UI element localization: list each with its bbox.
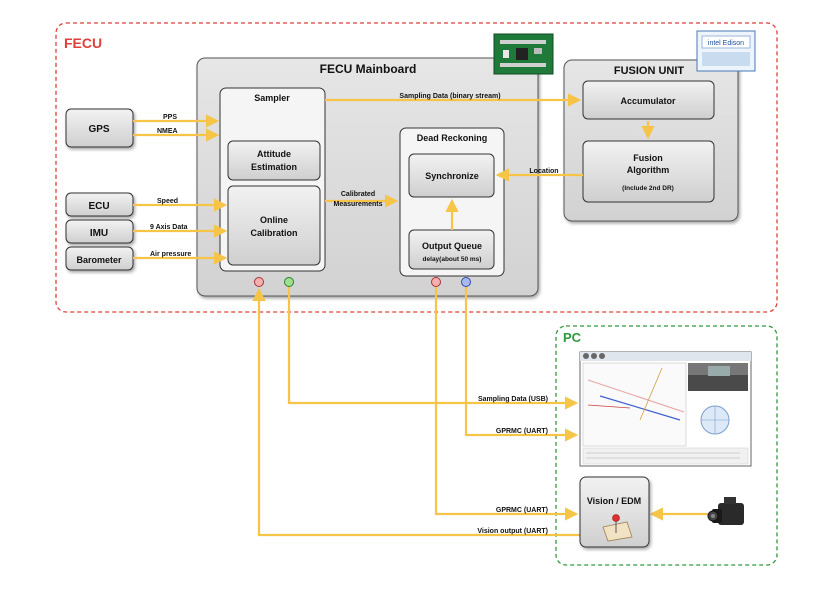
pc-region-label: PC [563,330,582,345]
arrow-vision-output [252,287,580,537]
imu-label: IMU [90,228,108,239]
synchronize-label: Synchronize [425,171,479,181]
label-9axis: 9 Axis Data [150,224,188,231]
online-line1: Online [260,215,288,225]
camera-icon [707,497,744,525]
fusion-title: FUSION UNIT [614,65,685,77]
arrow-gprmc1 [464,285,579,442]
vision-edm-label: Vision / EDM [587,496,641,506]
port-red-2 [431,277,441,287]
accumulator-label: Accumulator [620,96,676,106]
synchronize-box [408,153,495,198]
port-blue [461,277,471,287]
ecu-label: ECU [88,201,109,212]
attitude-line2: Estimation [251,162,297,172]
label-gprmc2: GPRMC (UART) [496,507,548,514]
output-queue-sub: delay(about 50 ms) [423,256,482,263]
mainboard-pcb-icon [493,33,554,75]
arrow-sampling-usb [287,285,579,410]
pc-software-screenshot [579,351,752,467]
sampler-title: Sampler [254,93,290,103]
label-air: Air pressure [150,251,191,258]
label-calibrated-1: Calibrated [341,191,375,198]
mainboard-title: FECU Mainboard [320,62,417,76]
algo-line2: Algorithm [627,165,670,175]
map-pin-icon [602,514,633,542]
label-sampling-usb: Sampling Data (USB) [478,396,548,403]
algo-line1: Fusion [633,153,663,163]
algo-sub: (Include 2nd DR) [622,185,674,192]
pc-region [555,325,778,566]
online-calibration-box [227,185,321,266]
label-speed: Speed [157,198,178,205]
accumulator-box [582,80,715,120]
label-sampling-binary: Sampling Data (binary stream) [399,93,500,100]
label-gprmc1: GPRMC (UART) [496,428,548,435]
intel-edison-logo: intel Edison [696,30,756,72]
fusion-algorithm-box [582,140,715,203]
attitude-line1: Attitude [257,149,291,159]
attitude-estimation-box [227,140,321,181]
output-queue-label: Output Queue [422,241,482,251]
port-red-1 [254,277,264,287]
label-calibrated-2: Measurements [333,201,382,208]
gps-label: GPS [88,124,109,135]
gps-box [65,108,134,148]
fecu-region-label: FECU [64,35,102,51]
label-location: Location [529,168,558,175]
vision-edm-box [579,476,650,548]
label-nmea: NMEA [157,128,178,135]
port-green [284,277,294,287]
svg-text:intel Edison: intel Edison [708,40,744,47]
label-vision-output: Vision output (UART) [477,528,548,535]
barometer-label: Barometer [76,255,122,265]
online-line2: Calibration [250,228,297,238]
label-pps: PPS [163,114,177,121]
dead-reckoning-title: Dead Reckoning [417,133,488,143]
arrow-gprmc2 [434,285,579,521]
fecu-region [55,22,778,313]
